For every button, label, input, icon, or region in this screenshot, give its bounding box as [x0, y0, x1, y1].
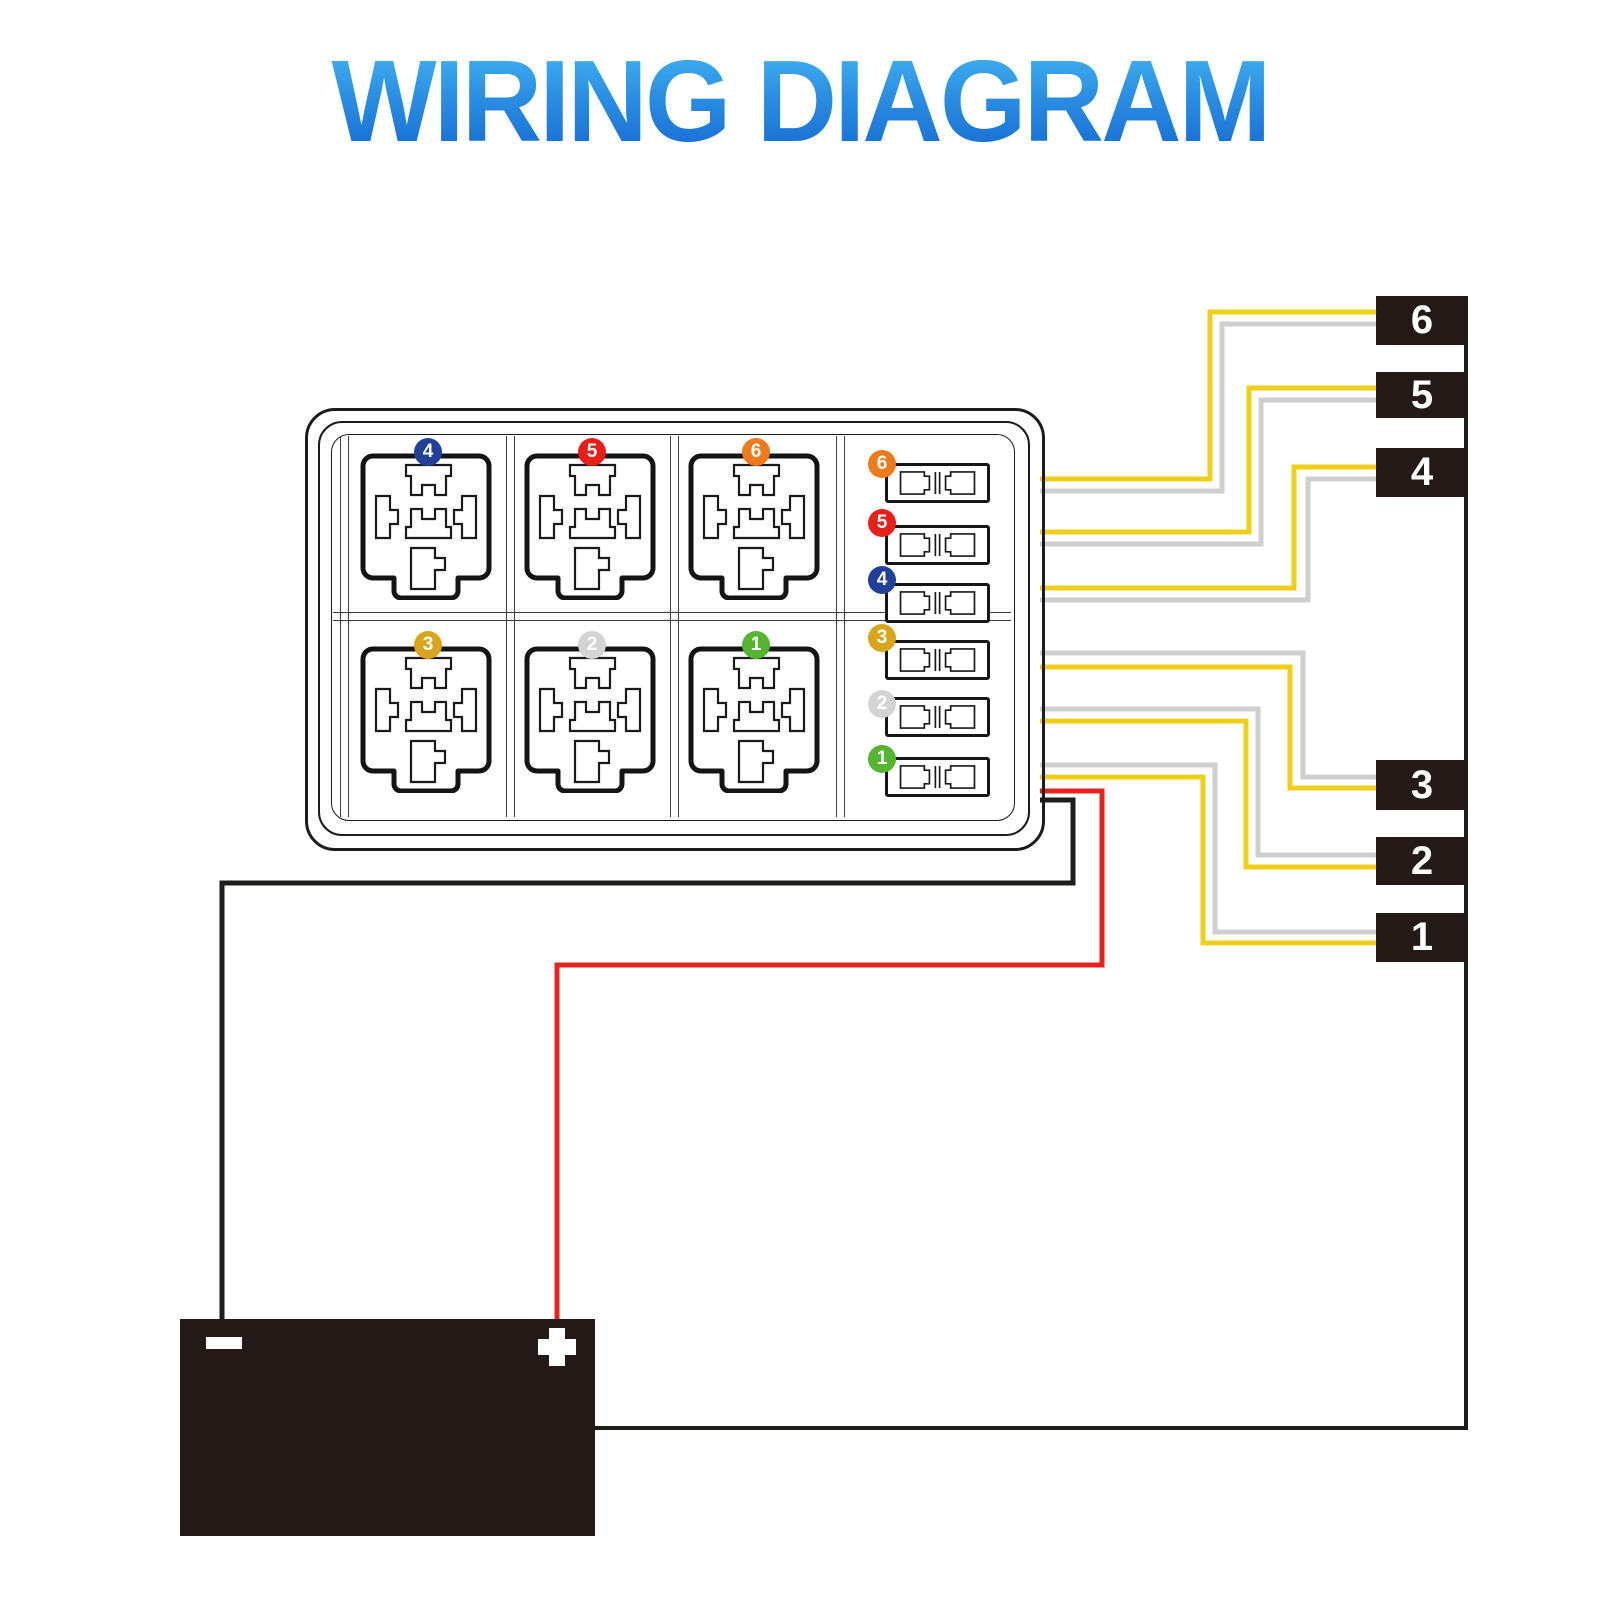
- wire-gray-1: [1040, 762, 1378, 935]
- wire-gray-6: [1040, 321, 1378, 494]
- battery-negative-terminal: [206, 1337, 242, 1349]
- fuse-badge-6: 6: [868, 450, 896, 478]
- battery-positive-terminal: [549, 1328, 565, 1366]
- fuse-badge-5: 5: [868, 509, 896, 537]
- fuse-slot-5: [885, 525, 990, 565]
- fuse-box-inner-outline: [331, 434, 1015, 821]
- relay-socket-5: [523, 452, 657, 600]
- compartment-line: [340, 436, 341, 817]
- battery-negative-wire: [219, 797, 1076, 1325]
- fuse-badge-2: 2: [868, 690, 896, 718]
- relay-socket-3: [359, 645, 493, 793]
- output-box-2: 2: [1376, 837, 1468, 885]
- fuse-slot-1: [885, 757, 990, 797]
- wire-yellow-4: [1040, 464, 1378, 591]
- relay-badge-1: 1: [742, 631, 770, 659]
- wire-yellow-3: [1040, 664, 1378, 791]
- wire-gray-2: [1040, 706, 1378, 858]
- relay-socket-1: [687, 645, 821, 793]
- fuse-slot-2: [885, 697, 990, 737]
- compartment-line: [844, 436, 845, 817]
- output-box-5: 5: [1376, 372, 1468, 418]
- compartment-line: [678, 436, 679, 817]
- output-box-1: 1: [1376, 913, 1468, 962]
- relay-socket-4: [359, 452, 493, 600]
- output-box-6: 6: [1376, 296, 1468, 345]
- wire-yellow-5: [1040, 385, 1378, 535]
- compartment-line: [333, 612, 1011, 613]
- relay-socket-2: [523, 645, 657, 793]
- wire-yellow-2: [1040, 718, 1378, 870]
- fuse-box-mid-outline: [318, 421, 1030, 836]
- relay-badge-4: 4: [414, 438, 442, 466]
- relay-badge-2: 2: [578, 631, 606, 659]
- fuse-slot-6: [885, 463, 990, 503]
- output-box-3: 3: [1376, 760, 1468, 810]
- compartment-line: [670, 436, 671, 817]
- compartment-line: [333, 620, 1011, 621]
- wire-yellow-6: [1040, 309, 1378, 482]
- fuse-badge-1: 1: [868, 745, 896, 773]
- compartment-line: [348, 436, 349, 817]
- wire-gray-3: [1040, 650, 1378, 780]
- compartment-line: [506, 436, 507, 817]
- wire-gray-4: [1040, 476, 1378, 603]
- battery-positive-wire: [554, 788, 1105, 1325]
- wire-yellow-1: [1040, 774, 1378, 946]
- battery: [180, 1319, 595, 1536]
- relay-badge-3: 3: [414, 631, 442, 659]
- relay-socket-6: [687, 452, 821, 600]
- compartment-line: [514, 436, 515, 817]
- output-box-4: 4: [1376, 448, 1468, 497]
- fuse-box-outer-outline: [305, 408, 1045, 851]
- fuse-slot-4: [885, 583, 990, 623]
- fuse-badge-4: 4: [868, 566, 896, 594]
- compartment-line: [836, 436, 837, 817]
- page-title: WIRING DIAGRAM: [32, 37, 1568, 166]
- relay-badge-5: 5: [578, 438, 606, 466]
- fuse-slot-3: [885, 640, 990, 680]
- ground-return-wire: [593, 298, 1468, 1430]
- fuse-badge-3: 3: [868, 624, 896, 652]
- relay-badge-6: 6: [742, 438, 770, 466]
- wire-gray-5: [1040, 397, 1378, 547]
